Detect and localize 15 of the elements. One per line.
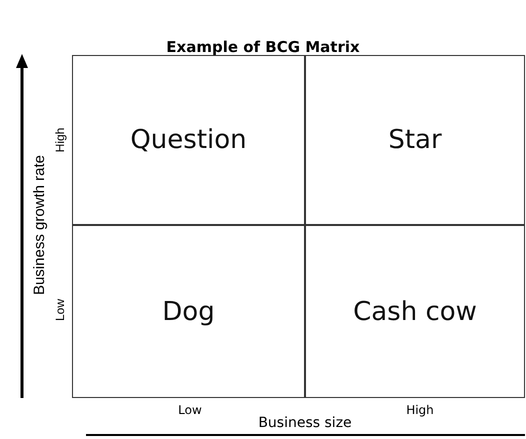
quadrant-label: Cash cow [353,296,477,326]
chart-title: Example of BCG Matrix [165,38,361,56]
axis-tick-label: Low [177,402,203,418]
axis-tick-label: High [405,402,435,418]
quadrant-label: Question [130,125,247,155]
matrix-quadrant [305,225,525,398]
axis-title: Business size [257,415,353,431]
matrix-quadrant [72,55,305,225]
axis-tick-label: High [52,126,68,154]
quadrant-label: Dog [162,296,215,326]
axis-tick-label: Low [52,298,68,324]
quadrant-label: Star [388,125,442,155]
matrix-quadrant [72,225,305,398]
axis-title: Business growth rate [31,154,49,298]
matrix-quadrant [305,55,525,225]
